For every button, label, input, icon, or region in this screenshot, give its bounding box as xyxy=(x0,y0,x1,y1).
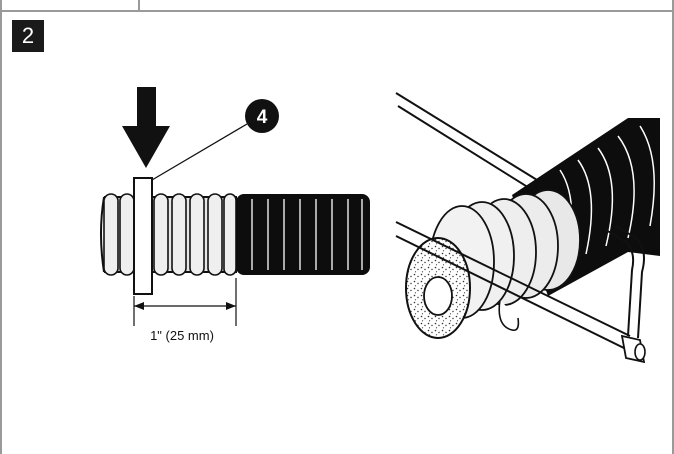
step-number-badge: 2 xyxy=(12,20,44,52)
saw-blade xyxy=(395,221,631,351)
down-arrow-icon xyxy=(122,87,170,168)
dimension-marker: 1" (25 mm) xyxy=(133,278,237,343)
light-hose-section xyxy=(100,193,237,276)
cut-band xyxy=(133,177,153,295)
callout-number: 4 xyxy=(257,107,268,128)
hose-clip xyxy=(498,299,520,332)
hose-cutting-view xyxy=(395,92,660,364)
hacksaw-icon xyxy=(605,225,646,364)
dimension-label: 1" (25 mm) xyxy=(150,328,214,343)
hose-cut-end xyxy=(405,237,471,339)
hose-side-view: 4 1" (25 mm) xyxy=(100,87,370,343)
dark-hose-section xyxy=(236,194,370,275)
callout-leader-line xyxy=(151,123,248,181)
callout-4: 4 xyxy=(245,99,279,133)
top-border xyxy=(2,10,674,12)
top-border-tick xyxy=(138,0,140,11)
